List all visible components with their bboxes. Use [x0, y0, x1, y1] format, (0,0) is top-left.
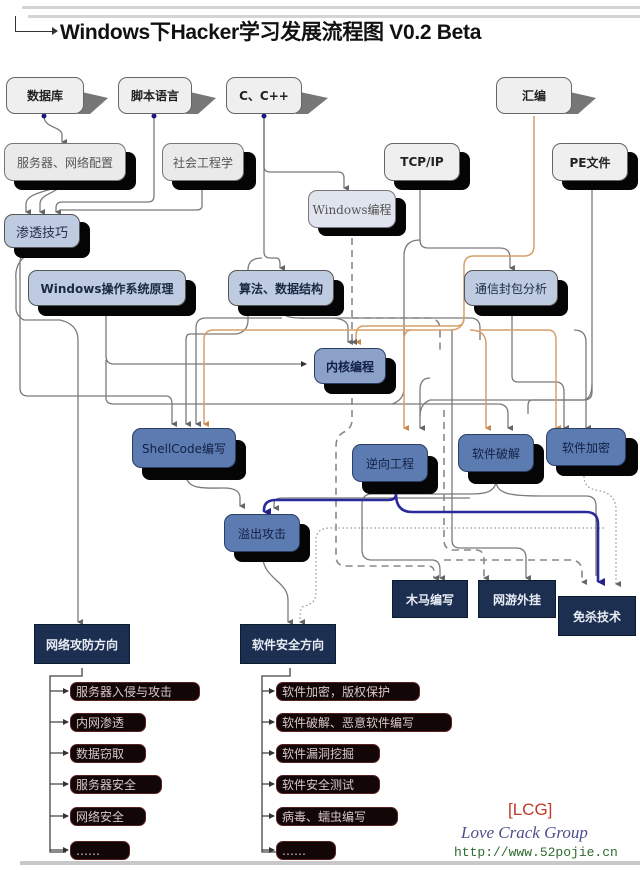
- link-winprog-loop: [352, 317, 441, 354]
- link-kernel-game: [443, 410, 489, 581]
- port-db: [41, 113, 47, 119]
- node-penetration-skills[interactable]: 渗透技巧: [4, 214, 80, 248]
- link-shell-overflow: [185, 473, 245, 509]
- list-item[interactable]: 软件漏洞挖掘: [276, 744, 380, 763]
- list-item[interactable]: ……: [70, 841, 130, 860]
- node-game-cheats[interactable]: 网游外挂: [478, 580, 556, 618]
- list-item[interactable]: 服务器入侵与攻击: [70, 682, 200, 701]
- wedge-asm: [566, 92, 596, 114]
- link-kernel-rev: [419, 377, 431, 431]
- node-software-security[interactable]: 软件安全方向: [240, 624, 336, 664]
- node-av-evasion[interactable]: 免杀技术: [558, 596, 636, 636]
- node-algorithms-ds[interactable]: 算法、数据结构: [228, 270, 334, 306]
- node-trojan-writing[interactable]: 木马编写: [392, 580, 468, 618]
- link-social-pen: [60, 180, 203, 211]
- link-winos-kernel: [105, 302, 307, 367]
- link-algo-enc: [300, 317, 481, 340]
- list-item[interactable]: 软件安全测试: [276, 775, 380, 794]
- node-database[interactable]: 数据库: [6, 77, 84, 114]
- link-kernel-trojan: [335, 386, 439, 581]
- diagram-title: Windows下Hacker学习发展流程图 V0.2 Beta: [60, 21, 482, 44]
- link-script-pen: [55, 116, 155, 215]
- link-asm-shell: [203, 315, 465, 427]
- list-item[interactable]: ……: [276, 841, 336, 860]
- list-item[interactable]: 软件加密，版权保护: [276, 682, 420, 701]
- list-item[interactable]: 服务器安全: [70, 775, 162, 794]
- link-db-server: [43, 115, 67, 145]
- link-winos-crack: [105, 360, 513, 431]
- list-item[interactable]: 数据窃取: [70, 744, 146, 763]
- node-kernel-programming[interactable]: 内核编程: [314, 348, 386, 384]
- node-pe-file[interactable]: PE文件: [552, 143, 628, 181]
- node-tcp-ip[interactable]: TCP/IP: [384, 143, 460, 181]
- list-item[interactable]: 网络安全: [70, 807, 146, 826]
- link-pe-rev: [419, 383, 593, 417]
- link-tcp-packet: [419, 182, 515, 271]
- footer-rule: [20, 861, 640, 865]
- link-asm-crack: [469, 329, 491, 431]
- node-network-attack-defense[interactable]: 网络攻防方向: [34, 624, 130, 664]
- link-asm-enc: [480, 329, 561, 431]
- link-c-algo: [263, 116, 285, 271]
- group-tag: [LCG]: [508, 800, 553, 819]
- link-kernel-av: [444, 559, 587, 585]
- wedge-c: [296, 92, 328, 114]
- node-overflow-attack[interactable]: 溢出攻击: [224, 514, 300, 552]
- wedge-script: [186, 92, 216, 114]
- title-arrow-icon: [52, 27, 58, 35]
- node-windows-programming[interactable]: Windows编程: [308, 190, 396, 228]
- tree-net-trunk: [49, 668, 83, 853]
- link-rev-av: [394, 493, 605, 586]
- title-rule-top: [22, 6, 640, 9]
- node-reverse-engineering[interactable]: 逆向工程: [352, 444, 428, 482]
- node-assembly[interactable]: 汇编: [496, 77, 572, 114]
- port-c: [261, 113, 267, 119]
- title-bracket: [15, 16, 56, 32]
- node-script-language[interactable]: 脚本语言: [118, 77, 192, 114]
- node-packet-analysis[interactable]: 通信封包分析: [464, 270, 558, 306]
- port-script: [151, 113, 157, 119]
- link-right-enc: [573, 329, 591, 431]
- link-crack-game: [495, 479, 597, 576]
- node-shellcode-writing[interactable]: ShellCode编写: [132, 428, 236, 468]
- node-software-encryption[interactable]: 软件加密: [546, 428, 626, 466]
- node-windows-os-principles[interactable]: Windows操作系统原理: [28, 270, 186, 306]
- node-server-net-config[interactable]: 服务器、网络配置: [4, 143, 126, 181]
- group-url-link[interactable]: http://www.52pojie.cn: [454, 845, 618, 860]
- title-rule-bottom: [28, 15, 640, 18]
- wedge-database: [78, 92, 108, 114]
- node-c-cpp[interactable]: C、C++: [226, 77, 302, 114]
- node-software-cracking[interactable]: 软件破解: [458, 434, 534, 472]
- group-name: Love Crack Group: [461, 823, 588, 842]
- link-algo-shell: [195, 317, 282, 427]
- node-social-engineering[interactable]: 社会工程学: [162, 143, 244, 181]
- link-packet-enc: [511, 312, 569, 431]
- list-item[interactable]: 软件破解、恶意软件编写: [276, 713, 452, 732]
- link-pen-netdir: [15, 245, 83, 625]
- link-crack-trojan: [361, 479, 497, 581]
- link-tcp-down: [391, 239, 421, 405]
- link-asm-rev: [403, 329, 413, 431]
- link-enc-av: [583, 475, 621, 587]
- list-item[interactable]: 病毒、蠕虫编写: [276, 807, 398, 826]
- link-mid-game: [451, 330, 531, 581]
- tree-soft-trunk: [261, 668, 291, 853]
- list-item[interactable]: 内网渗透: [70, 713, 146, 732]
- link-enc-softdir: [299, 527, 604, 625]
